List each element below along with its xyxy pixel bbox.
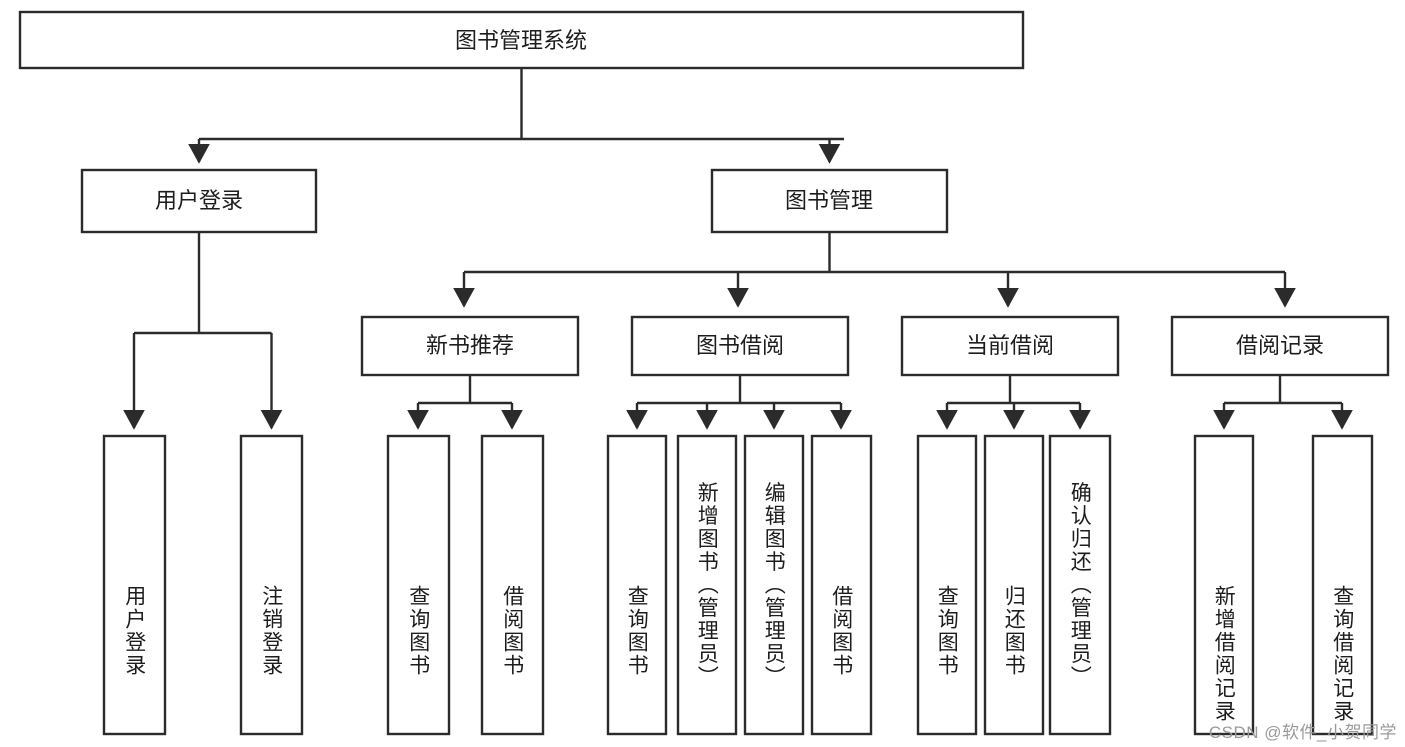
node-book-management-box[interactable] [710, 168, 949, 234]
leaf-book-borrow-3-label: 编辑图书（管理员） [762, 482, 786, 689]
node-book-borrow-label: 图书借阅 [696, 333, 784, 358]
leaf-current-borrow-3-label: 确认归还（管理员） [1068, 482, 1092, 689]
node-current-borrow-label: 当前借阅 [966, 333, 1054, 358]
leaf-current-borrow-3-box[interactable] [1048, 434, 1112, 736]
node-current-borrow[interactable]: 当前借阅 [900, 315, 1120, 377]
leaf-current-borrow-3[interactable]: 确认归还（管理员） [1048, 434, 1112, 736]
leaf-new-book-2[interactable]: 借阅图书 [480, 434, 545, 736]
node-book-management-label: 图书管理 [785, 188, 873, 213]
leaf-book-borrow-2-label: 新增图书（管理员） [695, 482, 719, 689]
leaf-new-book-1-label: 查询图书 [407, 585, 431, 677]
leaf-book-borrow-1-box[interactable] [606, 434, 668, 736]
leaf-borrow-records-1-label: 新增借阅记录 [1212, 585, 1236, 723]
node-root-label: 图书管理系统 [455, 28, 587, 53]
node-borrow-records-box[interactable] [1170, 315, 1390, 377]
leaf-borrow-records-2-label: 查询借阅记录 [1331, 585, 1355, 723]
node-root[interactable]: 图书管理系统 [18, 10, 1025, 70]
node-book-borrow[interactable]: 图书借阅 [630, 315, 850, 377]
leaf-new-book-1[interactable]: 查询图书 [386, 434, 451, 736]
leaf-book-borrow-4[interactable]: 借阅图书 [810, 434, 873, 736]
leaf-book-borrow-2[interactable]: 新增图书（管理员） [676, 434, 738, 736]
leaf-user-login-1-box[interactable] [102, 434, 167, 736]
leaf-borrow-records-1-box[interactable] [1193, 434, 1255, 736]
connectors [123, 68, 1353, 430]
leaf-book-borrow-3[interactable]: 编辑图书（管理员） [743, 434, 805, 736]
node-root-box[interactable] [18, 10, 1025, 70]
node-user-login[interactable]: 用户登录 [80, 168, 318, 234]
node-book-borrow-box[interactable] [630, 315, 850, 377]
leaf-current-borrow-2-label: 归还图书 [1002, 585, 1026, 677]
node-book-management[interactable]: 图书管理 [710, 168, 949, 234]
leaf-user-login-1-label: 用户登录 [123, 585, 147, 677]
leaf-current-borrow-2-box[interactable] [983, 434, 1045, 736]
leaf-current-borrow-2[interactable]: 归还图书 [983, 434, 1045, 736]
leaf-user-login-2-label: 注销登录 [260, 585, 284, 677]
leaf-borrow-records-1[interactable]: 新增借阅记录 [1193, 434, 1255, 736]
leaf-user-login-2-box[interactable] [239, 434, 304, 736]
leaf-book-borrow-4-label: 借阅图书 [830, 585, 854, 677]
leaf-user-login-2[interactable]: 注销登录 [239, 434, 304, 736]
leaf-borrow-records-2[interactable]: 查询借阅记录 [1311, 434, 1374, 736]
leaf-new-book-2-box[interactable] [480, 434, 545, 736]
node-current-borrow-box[interactable] [900, 315, 1120, 377]
leaf-current-borrow-1-label: 查询图书 [935, 585, 959, 677]
leaf-current-borrow-1-box[interactable] [916, 434, 978, 736]
leaf-book-borrow-1-label: 查询图书 [625, 585, 649, 677]
leaf-book-borrow-1[interactable]: 查询图书 [606, 434, 668, 736]
leaf-book-borrow-3-box[interactable] [743, 434, 805, 736]
leaf-borrow-records-2-box[interactable] [1311, 434, 1374, 736]
node-borrow-records-label: 借阅记录 [1236, 333, 1324, 358]
leaf-book-borrow-4-box[interactable] [810, 434, 873, 736]
leaf-book-borrow-2-box[interactable] [676, 434, 738, 736]
node-new-book-recommend-label: 新书推荐 [426, 333, 514, 358]
leaf-new-book-2-label: 借阅图书 [501, 585, 525, 677]
leaf-current-borrow-1[interactable]: 查询图书 [916, 434, 978, 736]
node-user-login-label: 用户登录 [155, 188, 243, 213]
node-borrow-records[interactable]: 借阅记录 [1170, 315, 1390, 377]
leaf-new-book-1-box[interactable] [386, 434, 451, 736]
node-user-login-box[interactable] [80, 168, 318, 234]
node-new-book-recommend[interactable]: 新书推荐 [360, 315, 580, 377]
node-new-book-recommend-box[interactable] [360, 315, 580, 377]
leaf-user-login-1[interactable]: 用户登录 [102, 434, 167, 736]
